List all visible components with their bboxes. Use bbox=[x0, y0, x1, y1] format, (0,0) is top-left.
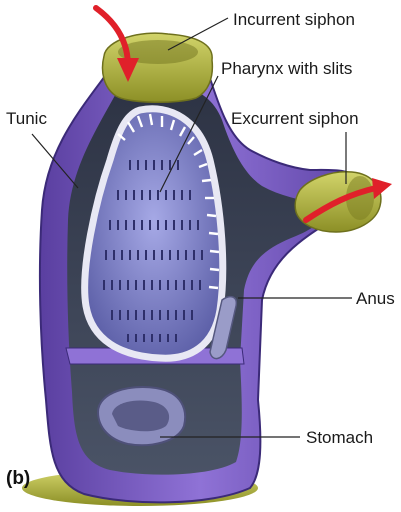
label-pharynx: Pharynx with slits bbox=[221, 59, 352, 78]
label-incurrent-siphon: Incurrent siphon bbox=[233, 10, 355, 29]
label-tunic: Tunic bbox=[6, 109, 47, 128]
label-excurrent-siphon: Excurrent siphon bbox=[231, 109, 359, 128]
label-anus: Anus bbox=[356, 289, 395, 308]
label-stomach: Stomach bbox=[306, 428, 373, 447]
panel-label: (b) bbox=[6, 468, 30, 489]
stomach-inner bbox=[112, 401, 169, 432]
